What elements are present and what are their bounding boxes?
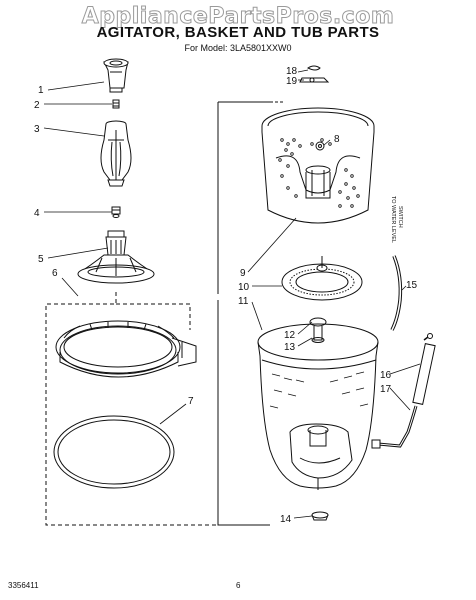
callout-6: 6: [52, 268, 58, 279]
part-air-hose: [390, 255, 403, 331]
callout-4: 4: [34, 208, 40, 219]
part-basket-seal: [53, 415, 175, 489]
part-drive-ring: [281, 256, 363, 301]
part-agitator-barrel: [100, 120, 132, 187]
callout-1: 1: [38, 85, 44, 96]
callout-11: 11: [238, 296, 249, 307]
callout-19: 19: [286, 76, 298, 87]
callout-17: 17: [380, 384, 392, 395]
model-line: For Model: 3LA5801XXW0: [184, 43, 292, 53]
side-note-line-2: SWITCH: [397, 206, 403, 228]
callout-16: 16: [380, 370, 392, 381]
footer-doc-number: 3356411: [8, 581, 39, 590]
part-clip-19: [299, 77, 330, 83]
callout-14: 14: [280, 514, 292, 525]
part-agitator-cap: [103, 58, 129, 93]
part-wash-basket: [261, 107, 375, 224]
callout-12: 12: [284, 330, 296, 341]
part-hub-nut: [309, 317, 327, 343]
side-note-line-1: TO WATER LEVEL: [390, 196, 396, 243]
callout-9: 9: [240, 268, 246, 279]
watermark: AppliancePartsPros.com: [81, 4, 395, 30]
callout-13: 13: [284, 342, 296, 353]
group-bracket-6: [45, 292, 270, 526]
part-fill-hose: [371, 333, 436, 449]
callout-7: 7: [188, 396, 194, 407]
callout-15: 15: [406, 280, 418, 291]
callout-18: 18: [286, 66, 298, 77]
part-agitator-base: [77, 230, 155, 284]
callout-10: 10: [238, 282, 250, 293]
page-title: AGITATOR, BASKET AND TUB PARTS: [96, 24, 380, 41]
part-bolt-lower: [111, 206, 121, 218]
part-outer-tub: [257, 323, 379, 490]
part-bolt-upper: [112, 99, 120, 109]
callout-3: 3: [34, 124, 40, 135]
footer-page-number: 6: [236, 581, 241, 590]
group-bracket-main: [217, 101, 270, 526]
part-basket-hub: [55, 320, 197, 378]
part-fastener-18: [307, 65, 321, 71]
callout-8: 8: [334, 134, 340, 145]
part-drain-nut: [311, 511, 329, 521]
callout-2: 2: [34, 100, 40, 111]
callout-5: 5: [38, 254, 44, 265]
